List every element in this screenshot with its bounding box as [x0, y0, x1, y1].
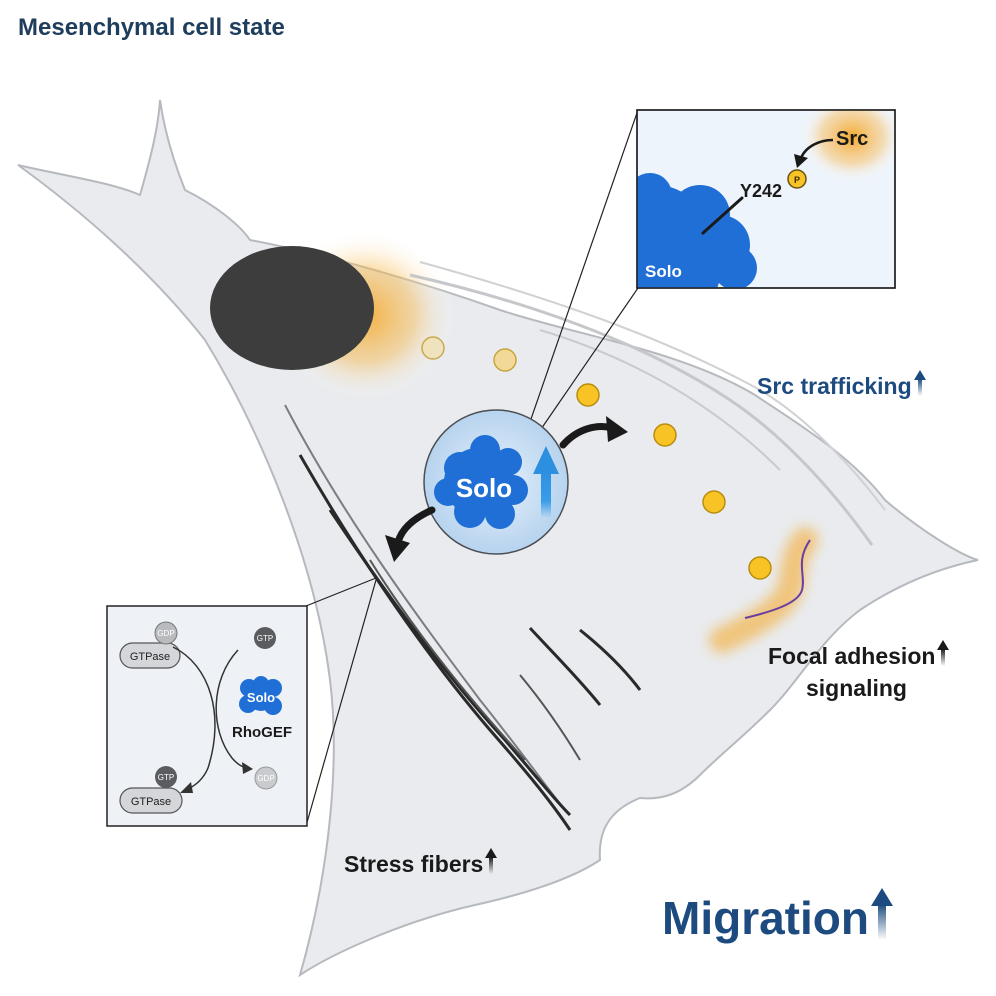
increase-arrow-head: [533, 446, 559, 474]
zoom-line: [305, 579, 377, 827]
gtpase-label-top: GTPase: [130, 651, 170, 663]
src-vesicle: [748, 556, 772, 580]
gdp-label-top: GDP: [157, 629, 174, 638]
nucleus: [210, 246, 374, 370]
cortical-fiber: [419, 261, 886, 511]
stress-fibers-text: Stress fibers: [344, 851, 484, 877]
migration-label: Migration: [662, 888, 893, 945]
focal-adhesion-glow: [709, 527, 818, 653]
cortical-fiber: [539, 329, 781, 471]
curved-arrow: [394, 506, 436, 546]
stress-fiber: [328, 509, 572, 817]
stress-fiber: [519, 674, 581, 761]
focal-adhesion-membrane: [744, 539, 811, 619]
zoom-line: [521, 109, 639, 446]
migration-text: Migration: [662, 892, 869, 944]
src-vesicle: [653, 423, 677, 447]
stress-fiber: [528, 626, 602, 706]
gdp-label-bottom: GDP: [257, 774, 274, 783]
stress-fiber: [284, 404, 566, 811]
gtp-circle-bottom: [155, 766, 177, 788]
solo-rhogef-cluster: [239, 676, 282, 715]
src-trafficking-text: Src trafficking: [757, 373, 912, 399]
up-arrow-icon: [870, 888, 893, 940]
gtpase-label-bottom: GTPase: [131, 796, 171, 808]
focal-adhesion-label-line2: signaling: [806, 675, 907, 701]
gtpase-pill-top: [119, 642, 181, 669]
up-arrow-icon: [937, 640, 950, 666]
y242-pointer: [701, 196, 744, 235]
y242-label: Y242: [740, 181, 782, 201]
inset-solo-label: Solo: [645, 262, 682, 281]
up-arrow-icon: [485, 848, 498, 874]
rhogef-label: RhoGEF: [232, 724, 292, 741]
src-label: Src: [836, 128, 868, 150]
solo-protein-cluster: [434, 435, 528, 529]
focal-adhesion-text: Focal adhesion: [768, 643, 936, 669]
exchange-arrow: [215, 649, 248, 769]
phosphate-label: P: [794, 175, 800, 185]
zoom-line: [305, 577, 377, 607]
zoom-line: [527, 287, 639, 449]
cortical-fiber: [409, 273, 874, 546]
phosphate-group: [787, 169, 807, 189]
increase-arrow-shaft: [541, 470, 551, 518]
curved-arrow-head: [606, 416, 628, 442]
src-vesicle: [421, 336, 445, 360]
curved-arrow-head: [385, 535, 410, 562]
stress-fiber: [579, 628, 642, 691]
gtpase-pill-bottom: [119, 787, 183, 814]
stress-fibers-label: Stress fibers: [344, 848, 498, 878]
exchange-arrow-head: [180, 782, 193, 793]
exchange-arrow: [172, 646, 216, 791]
gtp-label-bottom: GTP: [158, 773, 174, 782]
src-glow: [800, 110, 895, 182]
src-trafficking-label: Src trafficking: [757, 370, 926, 400]
src-vesicle: [576, 383, 600, 407]
figure-title: Mesenchymal cell state: [18, 14, 285, 41]
gtp-label-top: GTP: [257, 634, 273, 643]
exchange-arrow-head: [242, 762, 253, 774]
rhogef-solo-label: Solo: [247, 690, 275, 705]
gdp-circle-bottom: [254, 766, 278, 790]
gdp-circle-top: [154, 621, 178, 645]
center-solo-label: Solo: [456, 473, 512, 503]
phosphorylation-arrow: [799, 138, 834, 159]
stress-fiber: [369, 559, 526, 761]
up-arrow-icon: [913, 370, 926, 396]
focal-adhesion-label: Focal adhesion: [768, 640, 950, 670]
src-vesicle: [702, 490, 726, 514]
src-vesicle: [493, 348, 517, 372]
gtp-circle-top: [254, 627, 276, 649]
phosphorylation-arrow-head: [794, 154, 808, 168]
